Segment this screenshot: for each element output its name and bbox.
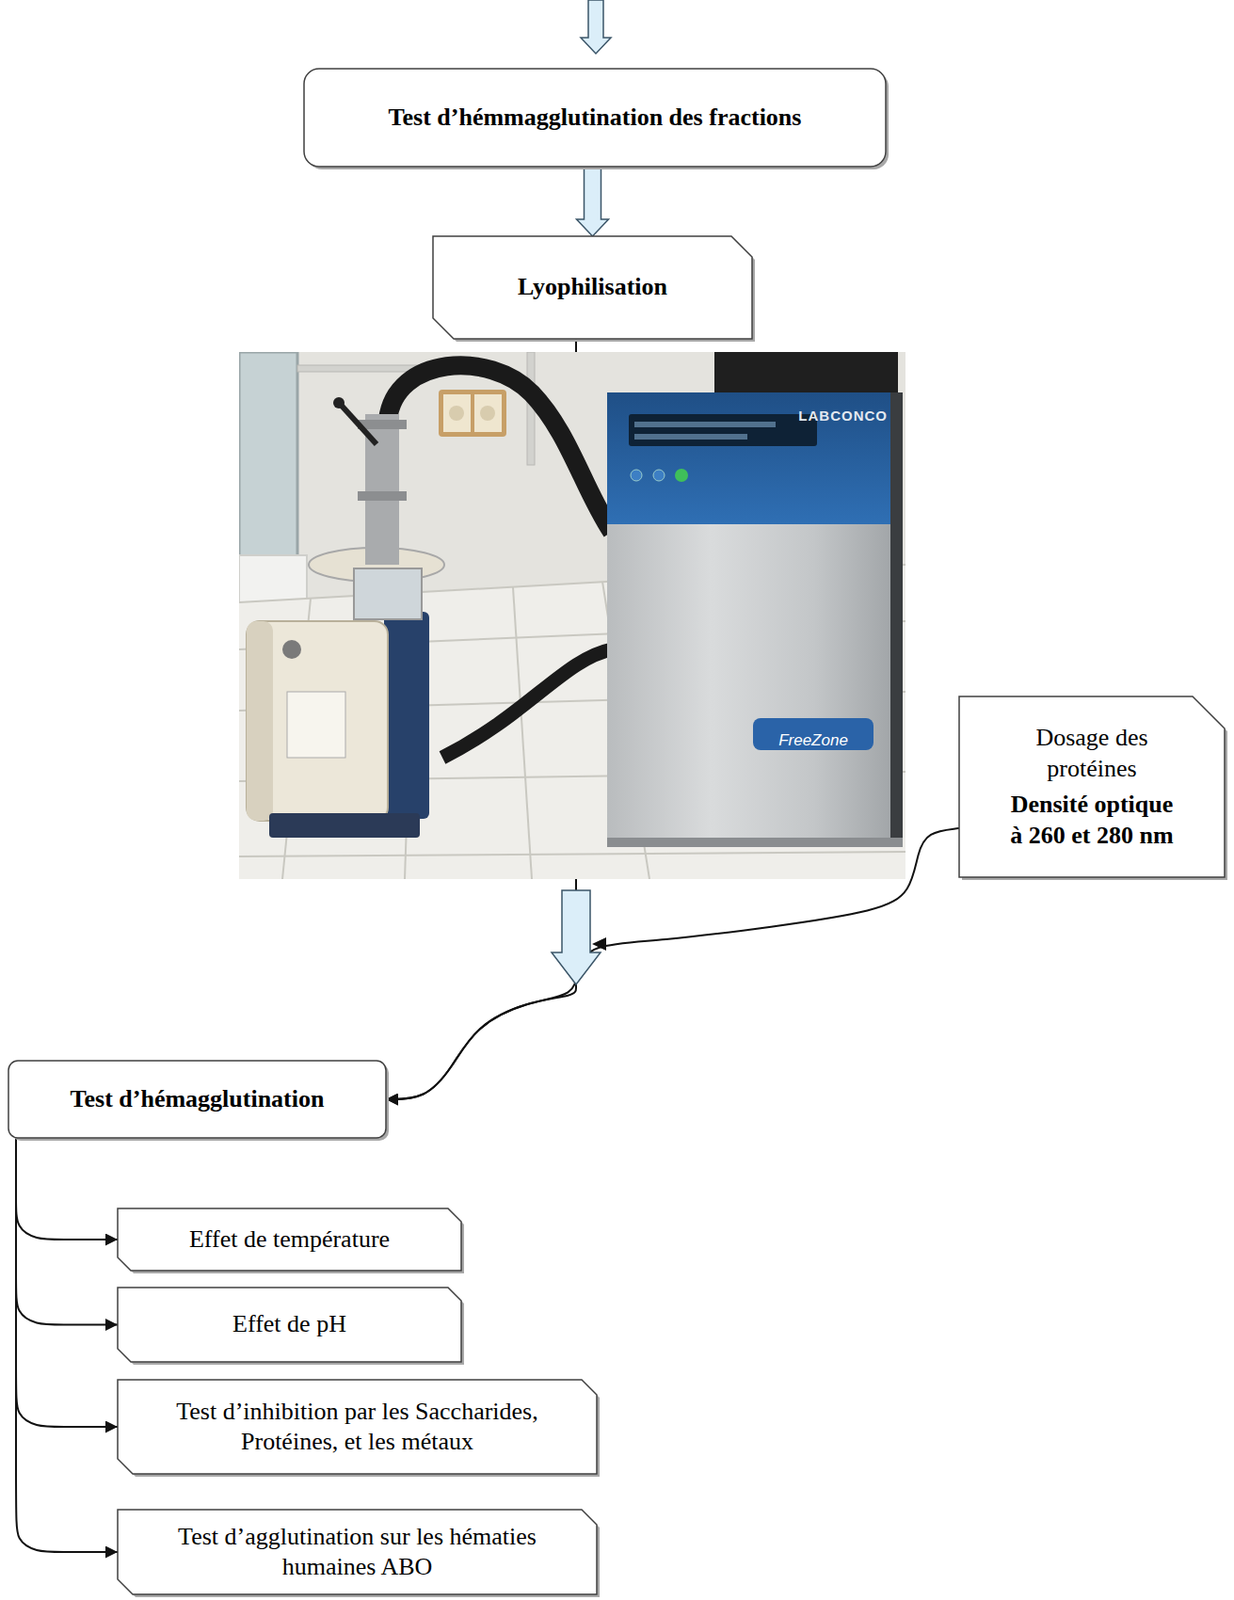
grout-line [239,771,906,782]
trap-flange [308,547,445,582]
box-text: Dosage des protéines [1004,722,1180,785]
process-box: Test d’hémagglutination [8,1060,386,1138]
grout-line [239,851,906,857]
tile-grout [239,564,906,880]
box-text: Effet de pH [232,1309,347,1341]
outlet-plate [438,389,507,437]
panel-button [674,468,689,482]
brand-label: LABCONCO [798,407,888,424]
pump-face [246,621,273,821]
flow-arrow [580,0,611,54]
grout-line [404,592,415,880]
dryer-lid [714,352,898,395]
wall [239,352,906,880]
box-border [8,1060,386,1138]
box-text: Effet de température [189,1224,390,1256]
grout-line [239,691,906,711]
cabinet [239,555,307,631]
test-box: Effet de température [117,1208,462,1271]
display-line [634,433,748,440]
pump-sticker [287,691,346,758]
valve-knob [333,397,345,409]
pump-knob [282,640,302,659]
window [239,352,298,569]
block-arrow [576,166,609,237]
box-border [304,68,886,167]
socket [480,405,496,421]
cold-trap [353,568,422,620]
box-text: Lyophilisation [517,272,668,304]
arrow-head [592,937,607,951]
dryer-panel [607,392,903,525]
countertop [239,564,906,880]
connector-line [385,338,577,1100]
grout-line [239,564,906,603]
connector-line [16,1137,118,1427]
grout-line [282,598,311,880]
flow-arrow [551,890,601,985]
pump-base [269,813,420,838]
outlet [474,394,502,433]
grout-line [239,621,906,650]
panel-button [653,469,665,481]
brand-label-box: LABCONCO [767,398,888,430]
box-border [117,1509,597,1595]
conduit [297,365,439,372]
note-box: Dosage des protéinesDensité optique à 26… [959,696,1225,878]
brand-label: FreeZone [778,731,849,750]
box-text: Test d’hémmagglutination des fractions [388,102,802,134]
test-box: Effet de pH [117,1287,462,1363]
test-box: Test d’inhibition par les Saccharides, P… [117,1379,597,1475]
valve-handle [340,404,377,445]
clamp [357,491,407,501]
box-border [959,696,1225,878]
box-border [117,1208,462,1271]
box-text: Test d’inhibition par les Saccharides, P… [140,1396,575,1459]
brand-label-box: FreeZone [753,722,874,754]
box-border [117,1287,462,1363]
dryer-foot [607,837,903,848]
dryer-display [628,414,818,447]
vacuum-hose [387,365,612,532]
box-outline [117,1379,597,1475]
panel-button [630,469,642,481]
dryer-body [607,392,903,848]
display-line [634,421,776,428]
socket [448,405,465,421]
process-box: Test d’hémmagglutination des fractions [304,68,886,167]
test-box: Test d’agglutination sur les hématies hu… [117,1509,597,1595]
box-border [432,236,753,339]
conduit [527,352,535,465]
box-outline [959,696,1225,878]
outlet [443,394,471,433]
box-text: Densité optique à 260 et 280 nm [1004,789,1180,851]
connector-line [385,828,960,1100]
drain-hose [442,649,612,758]
connector-line [16,1137,118,1240]
lyophilizer-photo [239,352,906,880]
box-text: Test d’hémagglutination [70,1084,325,1116]
grout-line [602,581,650,880]
brand-badge [753,718,874,751]
valve-column [365,414,400,565]
dryer-side [890,392,903,848]
clamp [357,419,407,430]
connector-line [16,1137,118,1553]
box-text: Test d’agglutination sur les hématies hu… [140,1522,575,1584]
pump-motor [384,611,430,819]
pump-body [246,621,388,821]
box-border [117,1379,597,1475]
grout-line [512,587,532,880]
connector-line [16,1137,118,1326]
process-box: Lyophilisation [432,236,753,339]
